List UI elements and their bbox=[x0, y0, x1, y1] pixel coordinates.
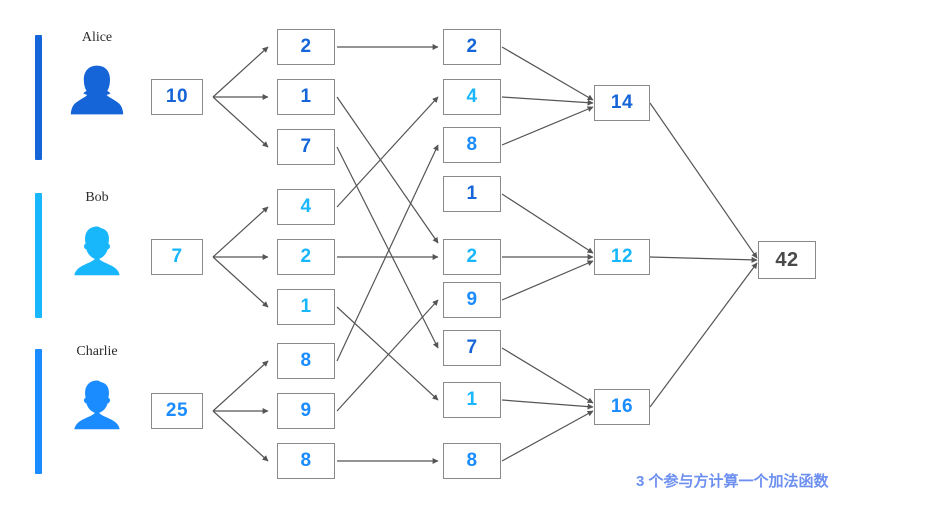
party-accent-bar-alice bbox=[35, 35, 42, 160]
share-box-alice-0: 2 bbox=[277, 29, 335, 65]
party-name-charlie: Charlie bbox=[76, 344, 118, 359]
party-name-bob: Bob bbox=[85, 190, 109, 205]
received-share-2-2: 8 bbox=[443, 443, 501, 479]
received-share-0-2: 8 bbox=[443, 127, 501, 163]
share-box-charlie-0: 8 bbox=[277, 343, 335, 379]
male-avatar-icon-charlie bbox=[74, 380, 120, 430]
share-box-bob-0: 4 bbox=[277, 189, 335, 225]
received-share-0-1: 4 bbox=[443, 79, 501, 115]
secret-value-alice: 10 bbox=[151, 79, 203, 115]
aggregate-sum-0: 14 bbox=[594, 85, 650, 121]
received-share-1-1: 2 bbox=[443, 239, 501, 275]
party-name-alice: Alice bbox=[81, 30, 113, 45]
share-box-bob-2: 1 bbox=[277, 289, 335, 325]
share-box-bob-1: 2 bbox=[277, 239, 335, 275]
received-share-1-0: 1 bbox=[443, 176, 501, 212]
share-box-charlie-2: 8 bbox=[277, 443, 335, 479]
party-accent-bar-charlie bbox=[35, 349, 42, 474]
secret-value-bob: 7 bbox=[151, 239, 203, 275]
aggregate-sum-2: 16 bbox=[594, 389, 650, 425]
received-share-1-2: 9 bbox=[443, 282, 501, 318]
share-box-alice-1: 1 bbox=[277, 79, 335, 115]
secret-value-charlie: 25 bbox=[151, 393, 203, 429]
female-avatar-icon bbox=[70, 65, 124, 115]
share-box-alice-2: 7 bbox=[277, 129, 335, 165]
male-avatar-icon-bob bbox=[74, 226, 120, 276]
diagram-caption: 3 个参与方计算一个加法函数 bbox=[636, 473, 829, 490]
share-box-charlie-1: 9 bbox=[277, 393, 335, 429]
received-share-2-0: 7 bbox=[443, 330, 501, 366]
received-share-2-1: 1 bbox=[443, 382, 501, 418]
party-accent-bar-bob bbox=[35, 193, 42, 318]
aggregate-sum-1: 12 bbox=[594, 239, 650, 275]
received-share-0-0: 2 bbox=[443, 29, 501, 65]
final-total-box: 42 bbox=[758, 241, 816, 279]
